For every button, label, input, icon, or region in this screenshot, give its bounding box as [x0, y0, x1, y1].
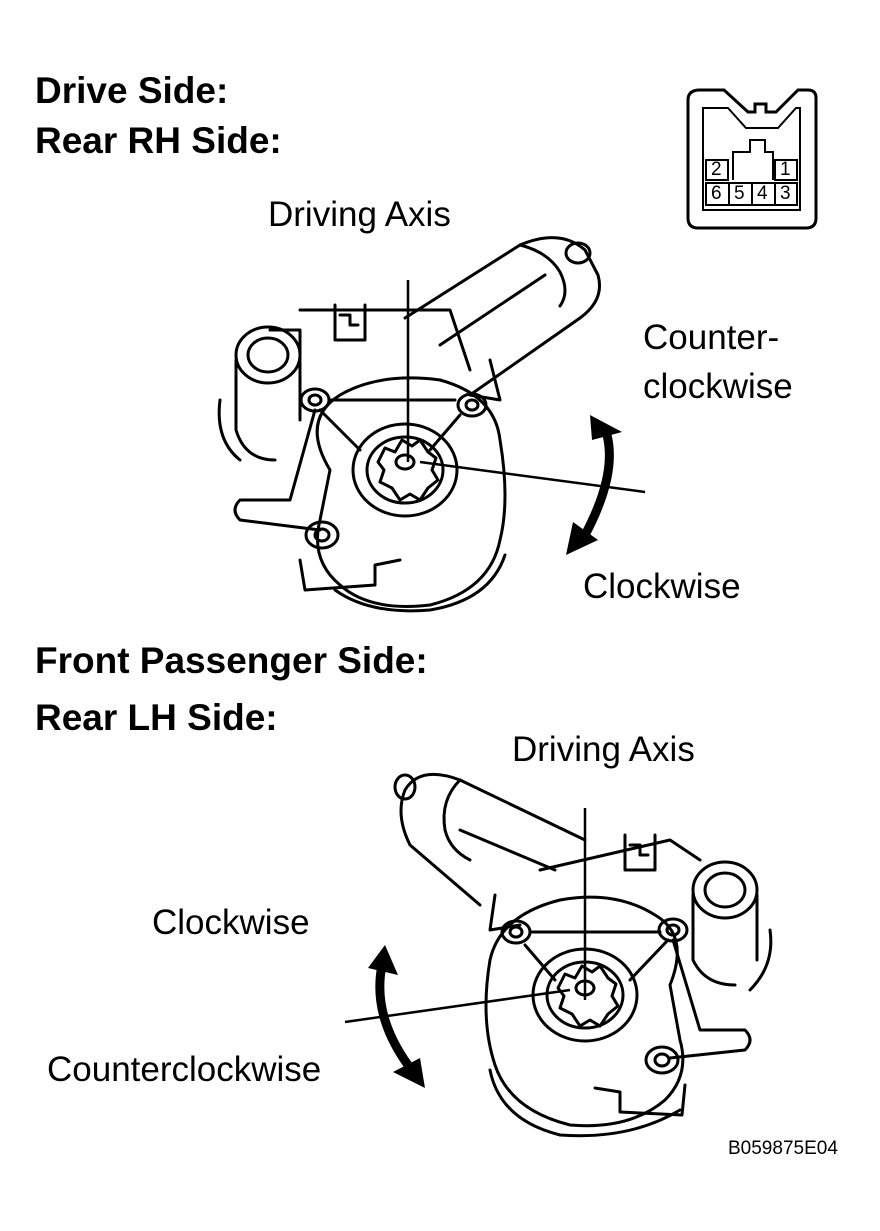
rear-rh-side-heading: Rear RH Side:: [35, 120, 282, 161]
bottom-ccw-label: Counterclockwise: [47, 1050, 322, 1089]
rear-lh-side-heading: Rear LH Side:: [35, 697, 278, 738]
bottom-bracket-arms: [523, 930, 752, 1117]
top-rotation-arrow: [566, 415, 622, 555]
pin-4-label: 4: [757, 183, 768, 204]
top-drive-gear: [351, 422, 459, 518]
bottom-motor-body: [393, 772, 587, 932]
top-cw-arrowhead: [566, 522, 598, 555]
top-ccw-arrowhead: [590, 415, 622, 440]
bottom-gear-housing: [484, 833, 702, 1138]
top-gear-housing: [268, 303, 507, 613]
bottom-rotation-arrow: [368, 945, 425, 1088]
pin-6-label: 6: [711, 183, 722, 204]
drive-side-heading: Drive Side:: [35, 70, 229, 111]
top-cw-label: Clockwise: [583, 567, 741, 606]
bottom-right-boss: [691, 860, 773, 992]
bottom-driving-axis-label: Driving Axis: [512, 730, 695, 769]
front-passenger-side-heading: Front Passenger Side:: [35, 640, 428, 681]
connector-shell: [686, 88, 818, 230]
top-screws: [299, 387, 488, 550]
pin-1-label: 1: [780, 159, 791, 180]
pin-3-label: 3: [780, 183, 791, 204]
pin-2-label: 2: [711, 159, 722, 180]
top-ccw-label-line1: Counter-: [643, 318, 780, 357]
top-ccw-label-line2: clockwise: [643, 367, 793, 406]
figure-code: B059875E04: [728, 1138, 838, 1159]
top-bracket-arms: [233, 398, 462, 592]
bottom-cw-label: Clockwise: [152, 903, 310, 942]
pin-5-label: 5: [734, 183, 745, 204]
bottom-ccw-arrowhead: [393, 1058, 425, 1088]
bottom-cw-arrowhead: [368, 945, 398, 975]
top-driving-axis-label: Driving Axis: [268, 195, 451, 234]
top-left-boss: [217, 325, 302, 462]
